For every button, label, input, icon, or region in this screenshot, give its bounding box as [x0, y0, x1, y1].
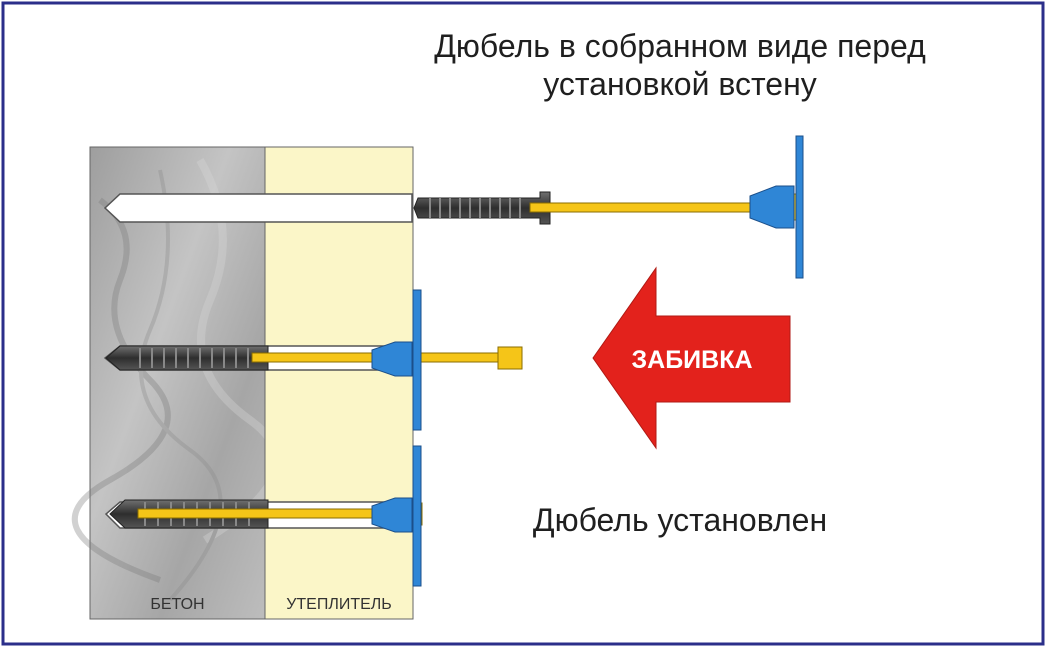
installed-caption: Дюбель установлен: [532, 502, 828, 538]
dowel-installed: [104, 445, 423, 587]
title-line-2: установкой встену: [543, 66, 817, 102]
arrow-label: ЗАБИВКА: [631, 346, 752, 374]
title-line-1: Дюбель в собранном виде перед: [434, 28, 926, 64]
pre-drilled-hole: [103, 193, 413, 223]
concrete-layer: [89, 146, 266, 620]
dowel-assembled: [413, 135, 804, 279]
insulation-layer: [264, 146, 414, 620]
concrete-label: БЕТОН: [150, 596, 205, 613]
dowel-hammering: [103, 289, 523, 431]
insulation-label: УТЕПЛИТЕЛЬ: [286, 596, 392, 613]
hammering-arrow: [592, 266, 791, 450]
